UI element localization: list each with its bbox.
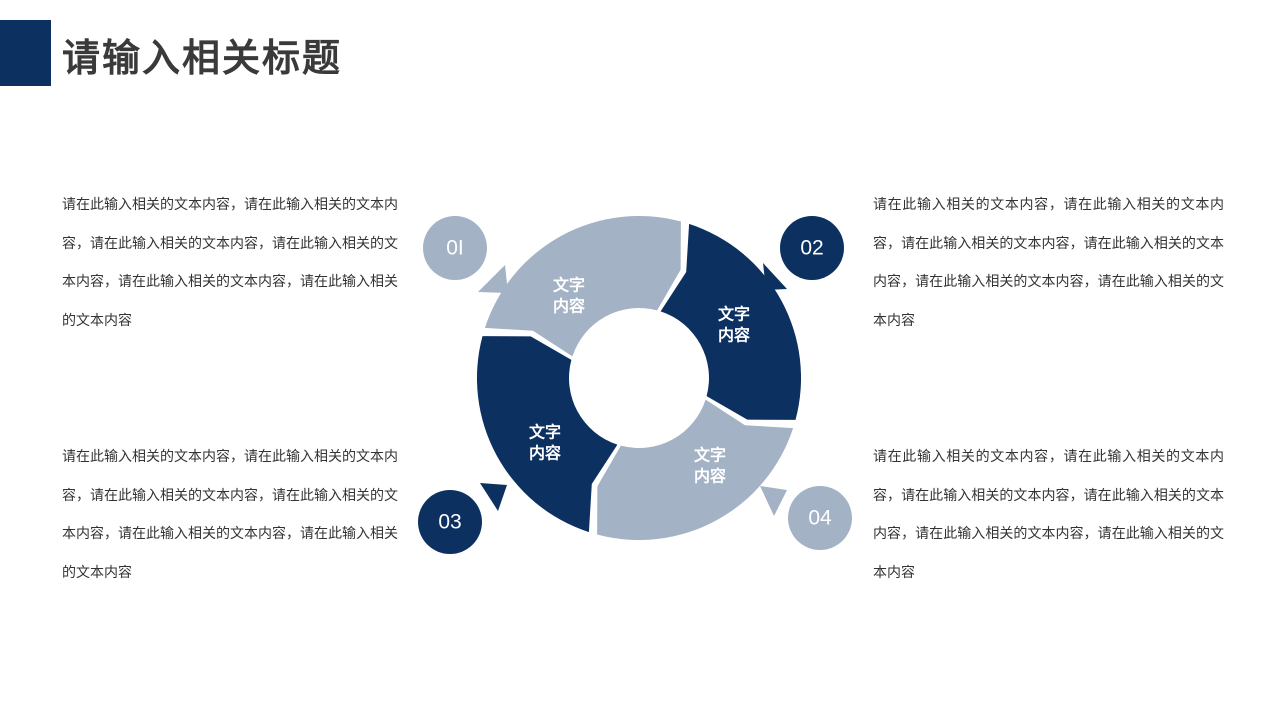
segment-4-label-line1: 文字 [529, 423, 561, 442]
segment-3-label-line2: 内容 [694, 467, 726, 486]
pointer-02 [763, 263, 787, 290]
text-block-top-left: 请在此输入相关的文本内容，请在此输入相关的文本内容，请在此输入相关的文本内容，请… [62, 197, 398, 329]
badge-03 [418, 490, 482, 554]
segment-2-label-line2: 内容 [718, 326, 750, 345]
badge-02 [780, 216, 844, 280]
text-block-top-right: 请在此输入相关的文本内容，请在此输入相关的文本内容，请在此输入相关的文本内容，请… [873, 197, 1224, 329]
badge-01-number: 0I [446, 237, 464, 260]
title-accent-block [0, 20, 51, 86]
text-block-bottom-right: 请在此输入相关的文本内容，请在此输入相关的文本内容，请在此输入相关的文本内容，请… [873, 449, 1224, 581]
badge-01 [423, 216, 487, 280]
segment-1-label-line1: 文字 [553, 276, 585, 295]
cycle-segment-1 [484, 215, 681, 357]
badge-04 [788, 486, 852, 550]
segment-1-label-line2: 内容 [553, 297, 585, 316]
segment-3-label-line1: 文字 [694, 446, 726, 465]
segment-2-label-line1: 文字 [718, 305, 750, 324]
text-block-bottom-left: 请在此输入相关的文本内容，请在此输入相关的文本内容，请在此输入相关的文本内容，请… [62, 449, 398, 581]
pointer-01 [478, 265, 508, 293]
segment-4-label-line2: 内容 [529, 444, 561, 463]
cycle-segment-3 [597, 399, 794, 541]
cycle-ring [476, 215, 802, 541]
cycle-segment-2 [660, 223, 802, 420]
pointer-04 [760, 486, 787, 516]
page-title: 请输入相关标题 [62, 35, 343, 80]
badge-04-number: 04 [808, 507, 832, 530]
cycle-segment-4 [476, 336, 618, 533]
pointer-03 [480, 483, 507, 511]
badge-02-number: 02 [800, 237, 823, 260]
badge-03-number: 03 [438, 511, 461, 534]
